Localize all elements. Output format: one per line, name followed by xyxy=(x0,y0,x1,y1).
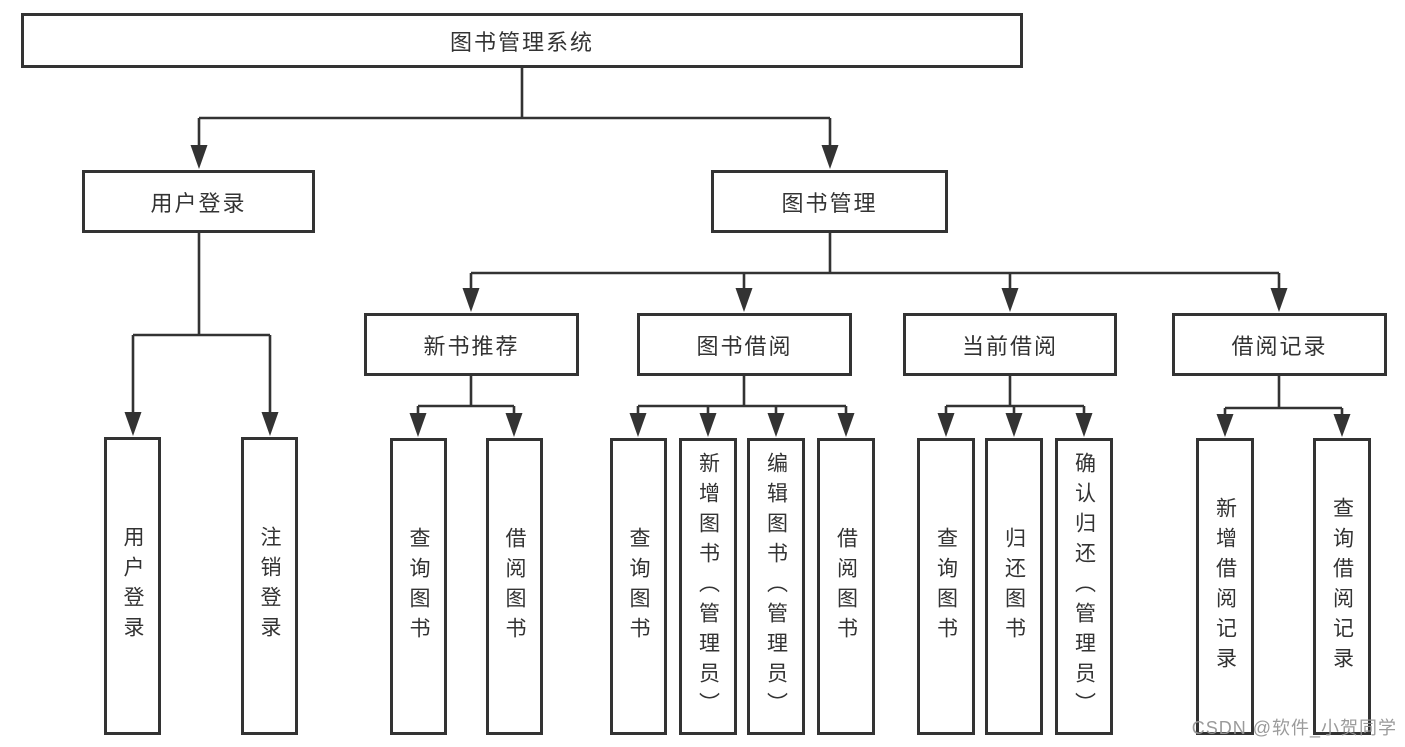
node-user-login: 用户登录 xyxy=(82,170,315,233)
leaf-return-books: 归还图书 xyxy=(985,438,1043,735)
leaf-borrow-books: 借阅图书 xyxy=(486,438,543,735)
leaf-query-books: 查询图书 xyxy=(917,438,975,735)
node-book-borrow: 图书借阅 xyxy=(637,313,852,376)
leaf-query-books: 查询图书 xyxy=(390,438,447,735)
node-root: 图书管理系统 xyxy=(21,13,1023,68)
leaf-confirm-return-admin: 确认归还（管理员） xyxy=(1055,438,1113,735)
node-new-book-recommend: 新书推荐 xyxy=(364,313,579,376)
leaf-label: 新增图书（管理员） xyxy=(696,451,720,722)
leaf-query-borrow-record: 查询借阅记录 xyxy=(1313,438,1371,735)
leaf-label: 确认归还（管理员） xyxy=(1072,451,1096,722)
leaf-label: 注销登录 xyxy=(258,526,281,646)
leaf-label: 查询图书 xyxy=(627,526,650,647)
leaf-label: 用户登录 xyxy=(121,526,144,646)
leaf-add-books-admin: 新增图书（管理员） xyxy=(679,438,737,735)
leaf-label: 查询图书 xyxy=(934,526,958,647)
leaf-label: 查询借阅记录 xyxy=(1330,496,1354,677)
leaf-user-login: 用户登录 xyxy=(104,437,161,735)
leaf-label: 借阅图书 xyxy=(503,526,526,647)
leaf-label: 查询图书 xyxy=(407,526,430,647)
node-book-management: 图书管理 xyxy=(711,170,948,233)
leaf-label: 借阅图书 xyxy=(834,526,858,647)
leaf-logout: 注销登录 xyxy=(241,437,298,735)
leaf-label: 新增借阅记录 xyxy=(1213,496,1237,677)
leaf-label: 编辑图书（管理员） xyxy=(764,451,788,722)
node-current-borrow: 当前借阅 xyxy=(903,313,1117,376)
leaf-label: 归还图书 xyxy=(1002,526,1026,647)
leaf-query-books: 查询图书 xyxy=(610,438,667,735)
leaf-add-borrow-record: 新增借阅记录 xyxy=(1196,438,1254,735)
node-borrow-records: 借阅记录 xyxy=(1172,313,1387,376)
csdn-watermark: CSDN @软件_小贺同学 xyxy=(1191,718,1397,738)
leaf-edit-books-admin: 编辑图书（管理员） xyxy=(747,438,805,735)
leaf-borrow-books: 借阅图书 xyxy=(817,438,875,735)
